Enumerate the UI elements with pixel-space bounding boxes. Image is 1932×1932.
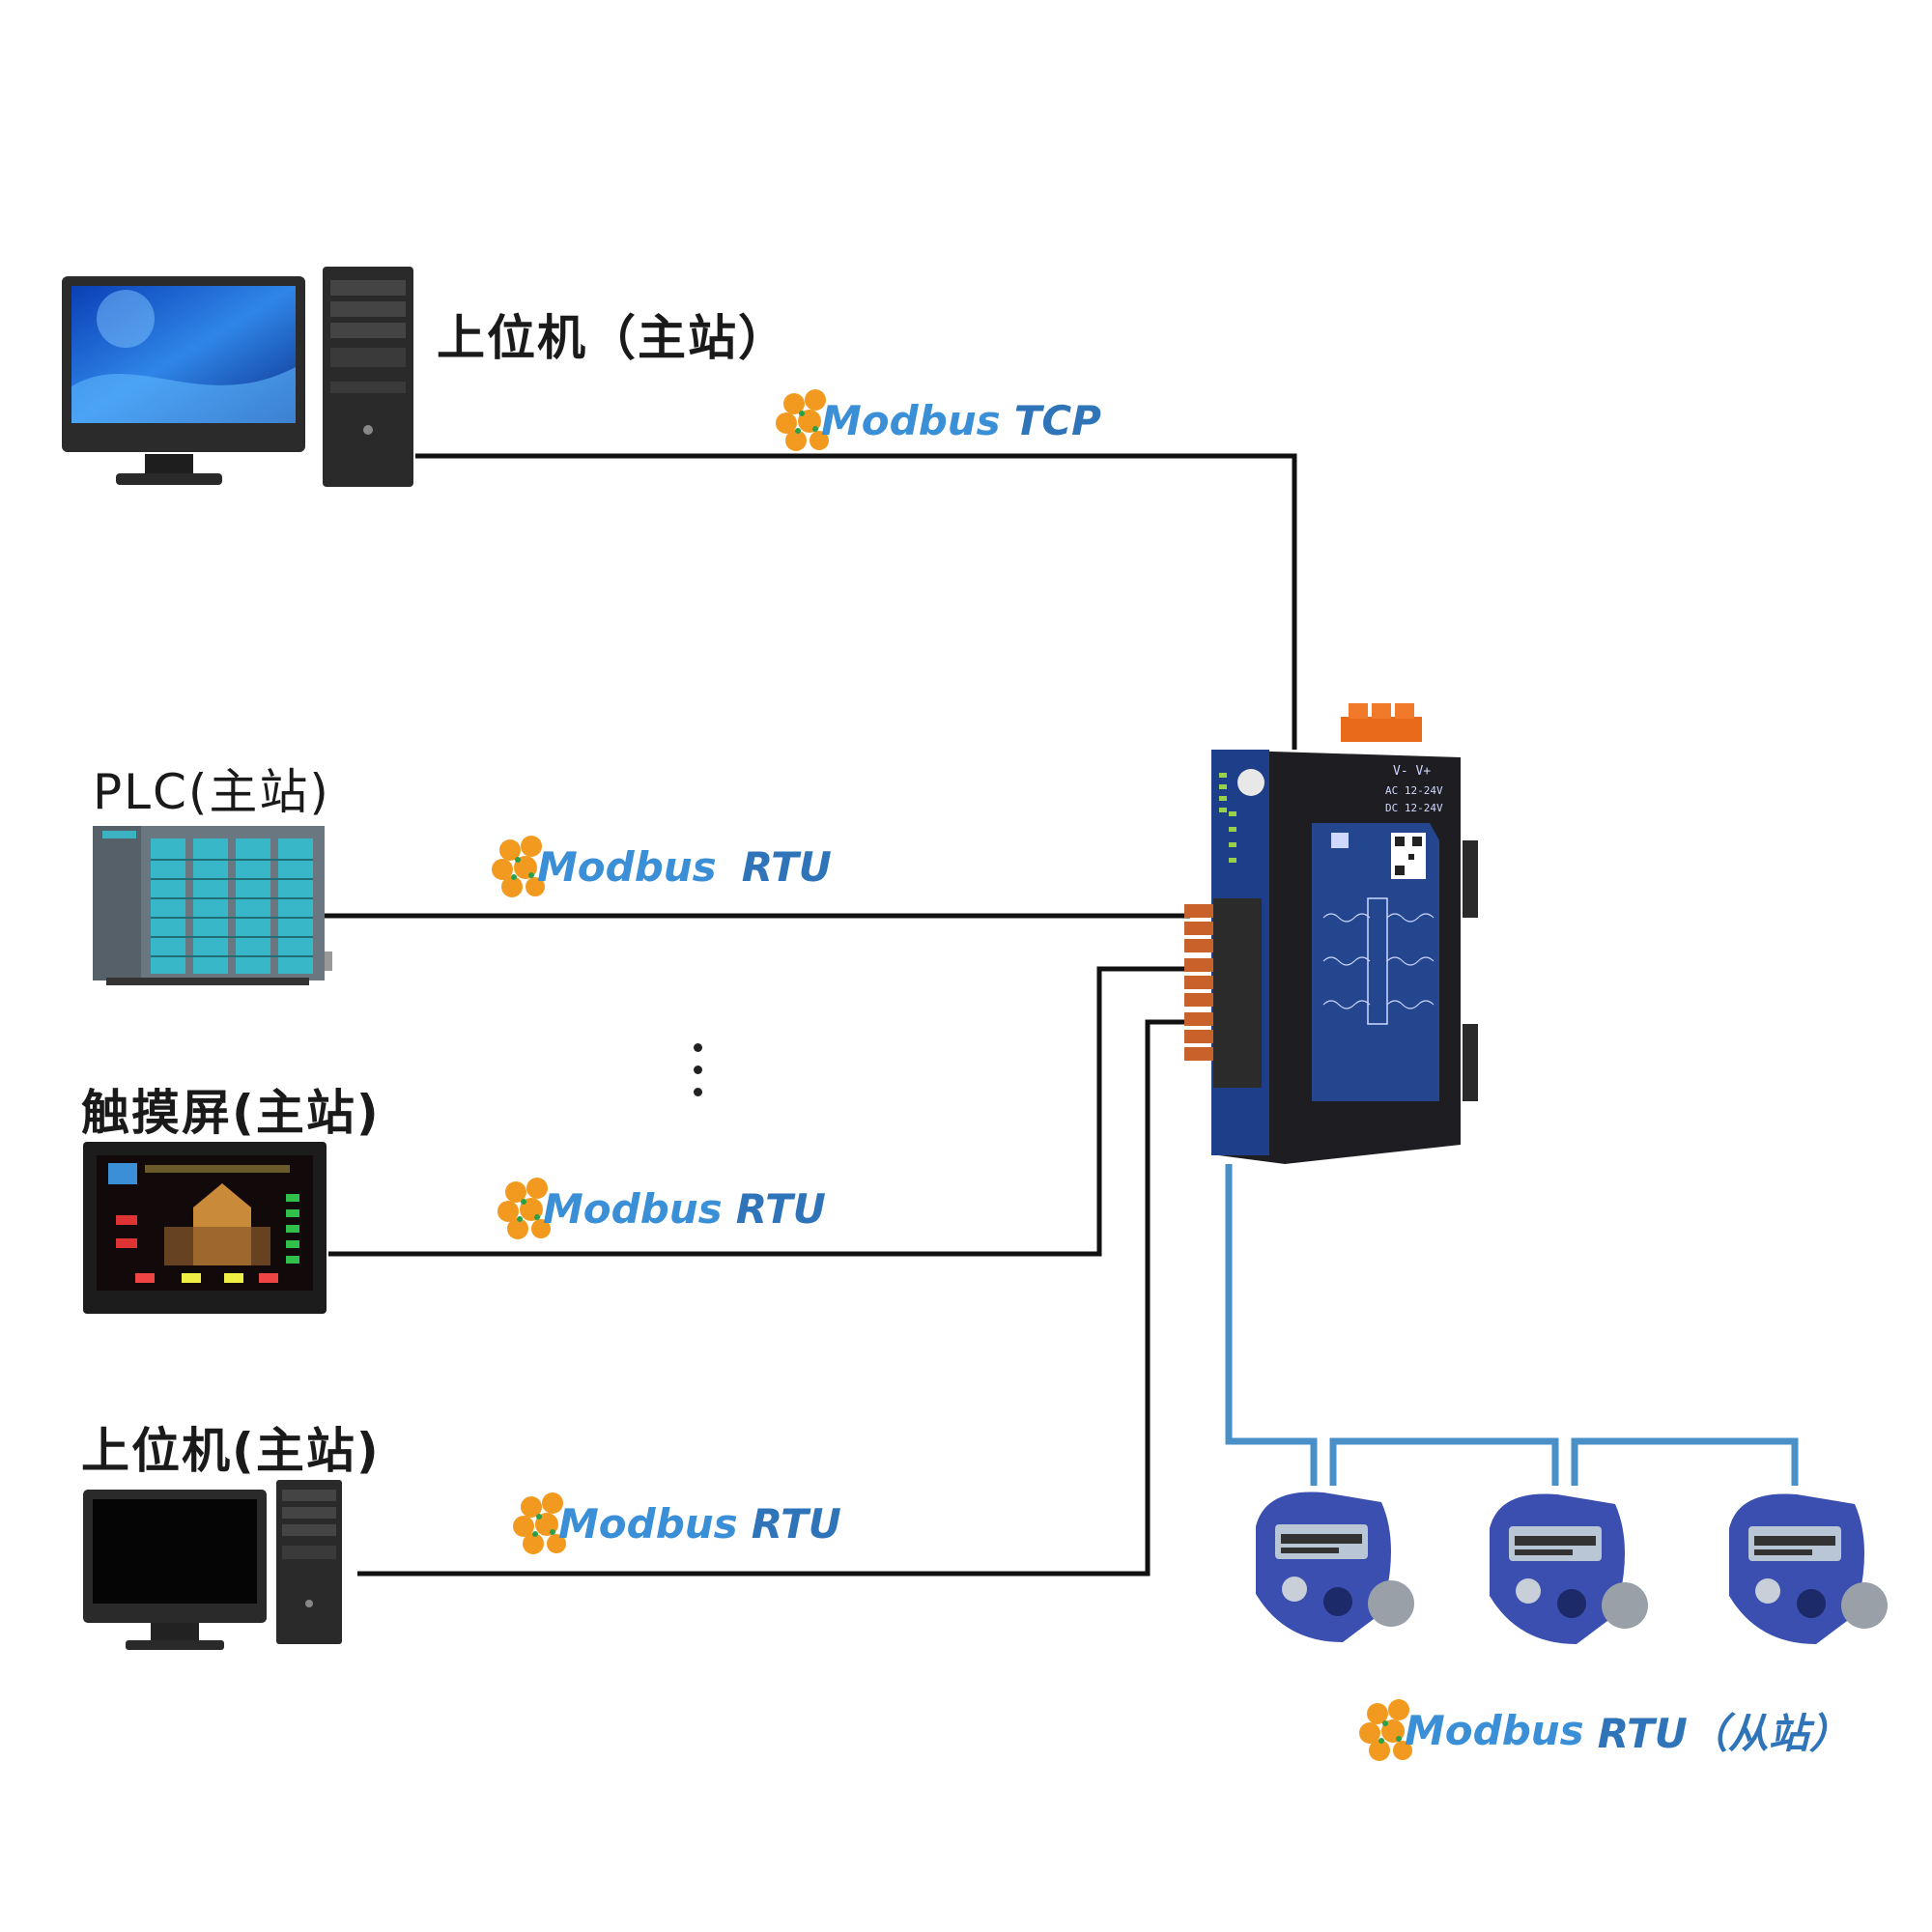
- protocol-rtu-plc-type: RTU: [741, 842, 832, 891]
- pc-top-icon: [62, 267, 413, 487]
- slave-meter-2: [1490, 1493, 1648, 1644]
- slave-meter-3: [1729, 1493, 1888, 1644]
- protocol-tcp-type: TCP: [1013, 396, 1101, 444]
- rs485-link-1: [1329, 1437, 1559, 1486]
- wire-tcp: [415, 453, 1297, 750]
- modbus-logo-icon: [1359, 1699, 1412, 1761]
- protocol-rtu-pc: Modbus RTU: [510, 1490, 841, 1557]
- wire-rtu-pc: [357, 1019, 1190, 1577]
- wire-rtu-touch: [328, 966, 1190, 1257]
- rs485-link-2: [1571, 1437, 1799, 1486]
- slave-meter-1: [1256, 1492, 1414, 1642]
- more-masters-ellipsis: [694, 1043, 705, 1110]
- modbus-logo-icon: [776, 389, 829, 451]
- protocol-tcp-name: Modbus: [821, 396, 1001, 444]
- modbus-logo-icon: [513, 1492, 566, 1554]
- gateway-dc-rating: DC 12-24V: [1385, 802, 1443, 814]
- protocol-rtu-plc-name: Modbus: [537, 842, 717, 891]
- rs485-trunk: [1225, 1164, 1318, 1486]
- gateway-device: V- V+ AC 12-24V DC 12-24V: [1184, 703, 1478, 1164]
- protocol-rtu-slave: Modbus RTU（从站）: [1356, 1696, 1850, 1764]
- label-pc-top: 上位机（主站）: [437, 310, 788, 366]
- protocol-rtu-touch-type: RTU: [735, 1184, 826, 1233]
- modbus-logo-icon: [492, 836, 545, 897]
- touch-screen-icon: [83, 1142, 327, 1314]
- protocol-rtu-pc-name: Modbus: [558, 1499, 738, 1548]
- wires: [324, 453, 1297, 1577]
- gateway-ac-rating: AC 12-24V: [1385, 784, 1443, 797]
- rs485-bus: [1225, 1164, 1799, 1486]
- plc-icon: [93, 826, 332, 985]
- modbus-logo-icon: [497, 1178, 551, 1239]
- gateway-power-terminal: V- V+: [1393, 764, 1431, 779]
- label-pc-bottom: 上位机(主站): [81, 1423, 381, 1479]
- protocol-rtu-pc-type: RTU: [751, 1499, 841, 1548]
- protocol-rtu-slave-name: Modbus: [1405, 1706, 1584, 1754]
- protocol-rtu-touch: Modbus RTU: [495, 1175, 826, 1242]
- protocol-rtu-slave-type: RTU（从站）: [1597, 1709, 1850, 1757]
- label-touch-screen: 触摸屏(主站): [81, 1085, 381, 1141]
- protocol-rtu-plc: Modbus RTU: [489, 833, 832, 900]
- protocol-tcp: Modbus TCP: [773, 386, 1101, 454]
- pc-bottom-icon: [83, 1480, 342, 1650]
- label-plc: PLC(主站): [93, 764, 330, 820]
- protocol-rtu-touch-name: Modbus: [543, 1184, 723, 1233]
